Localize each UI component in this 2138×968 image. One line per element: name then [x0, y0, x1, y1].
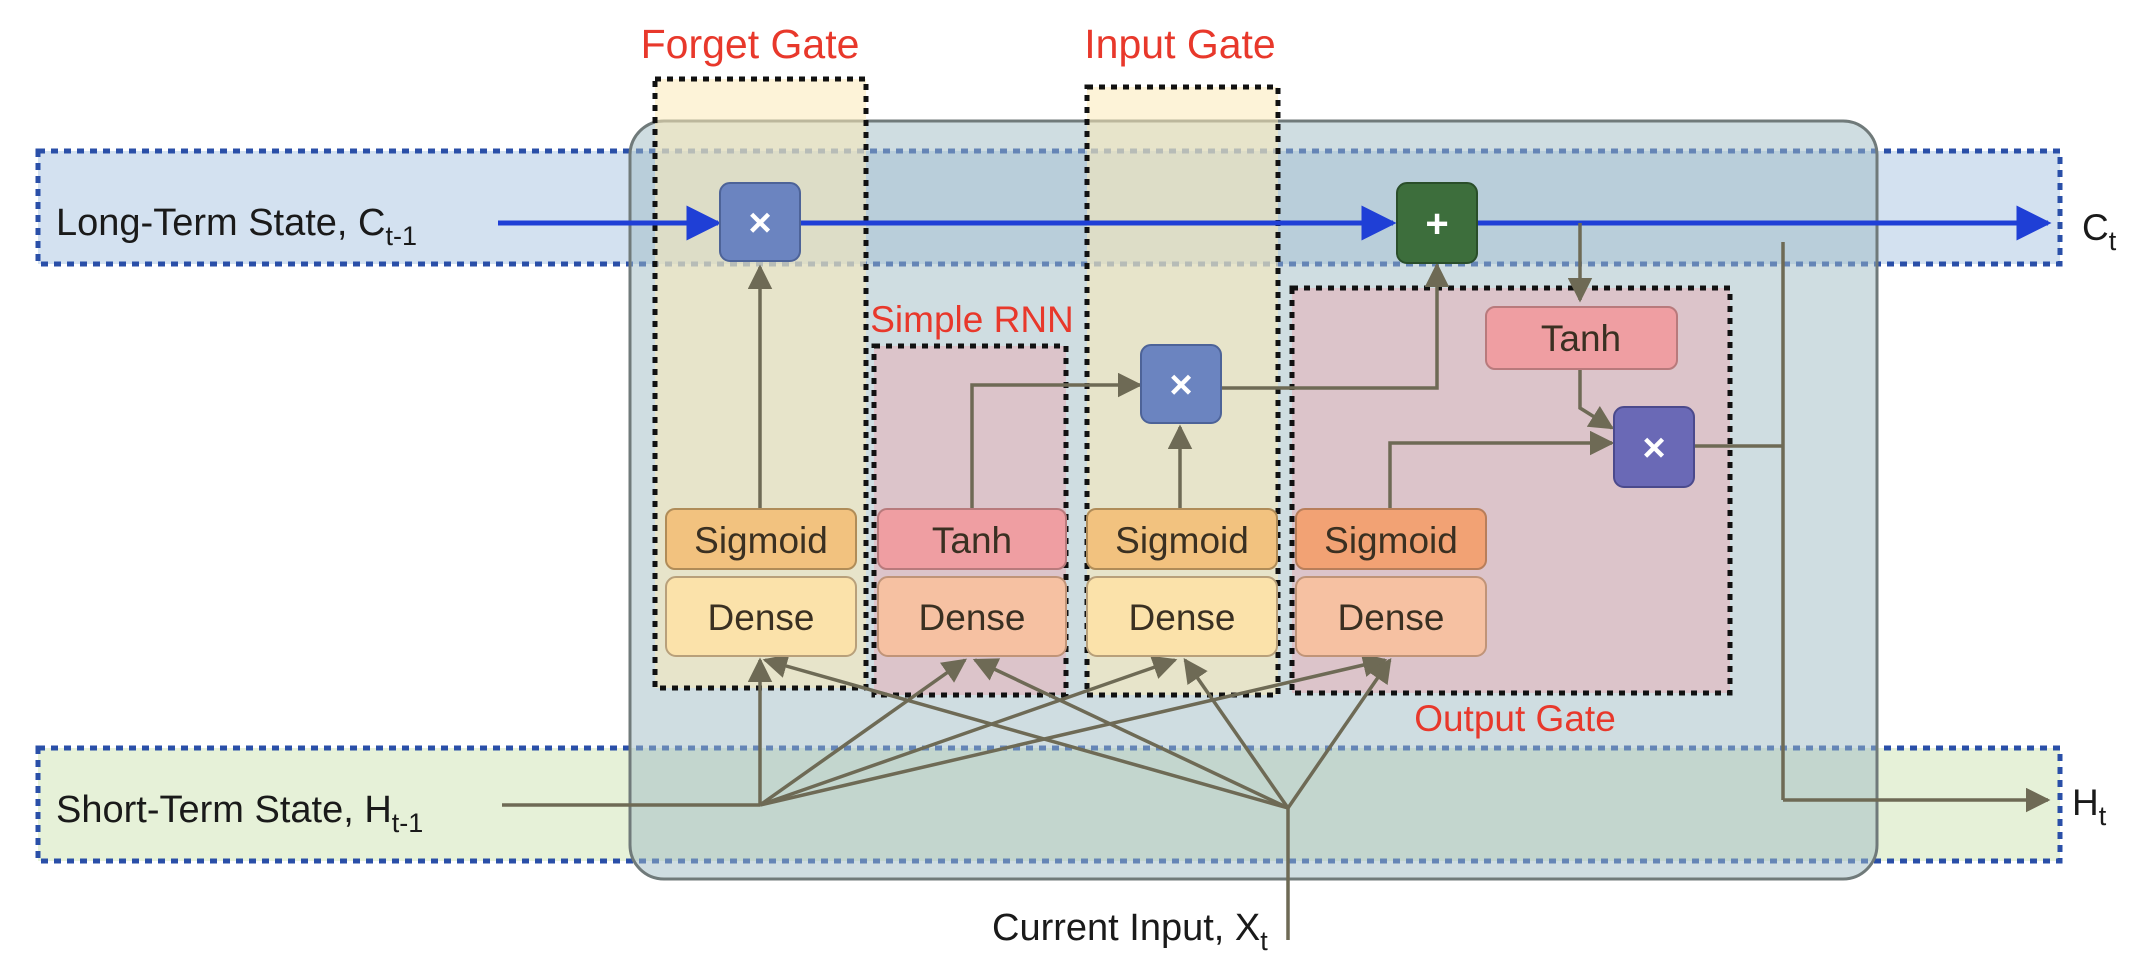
svg-text:Dense: Dense: [1338, 597, 1445, 638]
svg-text:Tanh: Tanh: [932, 520, 1012, 561]
svg-text:+: +: [1425, 202, 1448, 246]
forget-sigmoid-layer: Sigmoid: [665, 508, 857, 570]
add-node: +: [1396, 182, 1478, 264]
rnn-tanh-layer: Tanh: [877, 508, 1067, 570]
internal-flow-lines: [502, 223, 2051, 940]
long-term-state-label: Long-Term State, Ct-1: [56, 202, 417, 251]
input-multiply-node: ×: [1140, 344, 1222, 424]
svg-text:×: ×: [748, 201, 771, 245]
svg-text:Sigmoid: Sigmoid: [694, 520, 828, 561]
output-multiply-node: ×: [1613, 406, 1695, 488]
svg-text:Dense: Dense: [1129, 597, 1236, 638]
svg-text:Dense: Dense: [708, 597, 815, 638]
forget-multiply-node: ×: [719, 182, 801, 262]
cell-state-output-label: Ct: [2082, 207, 2117, 256]
rnn-dense-layer: Dense: [877, 576, 1067, 657]
simple-rnn-title: Simple RNN: [870, 299, 1074, 340]
input-dense-layer: Dense: [1086, 576, 1278, 657]
svg-text:Dense: Dense: [919, 597, 1026, 638]
svg-text:Sigmoid: Sigmoid: [1115, 520, 1249, 561]
forget-gate-title: Forget Gate: [641, 21, 860, 67]
cell-tanh-layer: Tanh: [1485, 306, 1678, 370]
svg-text:×: ×: [1169, 363, 1192, 407]
hidden-state-output-label: Ht: [2072, 782, 2107, 831]
output-gate-title: Output Gate: [1414, 698, 1616, 739]
svg-text:×: ×: [1642, 426, 1665, 470]
short-term-state-label: Short-Term State, Ht-1: [56, 789, 423, 838]
svg-text:Tanh: Tanh: [1541, 318, 1621, 359]
output-sigmoid-layer: Sigmoid: [1295, 508, 1487, 570]
forget-dense-layer: Dense: [665, 576, 857, 657]
current-input-label: Current Input, Xt: [992, 907, 1268, 956]
svg-text:Sigmoid: Sigmoid: [1324, 520, 1458, 561]
input-sigmoid-layer: Sigmoid: [1086, 508, 1278, 570]
input-gate-title: Input Gate: [1084, 21, 1275, 67]
output-dense-layer: Dense: [1295, 576, 1487, 657]
